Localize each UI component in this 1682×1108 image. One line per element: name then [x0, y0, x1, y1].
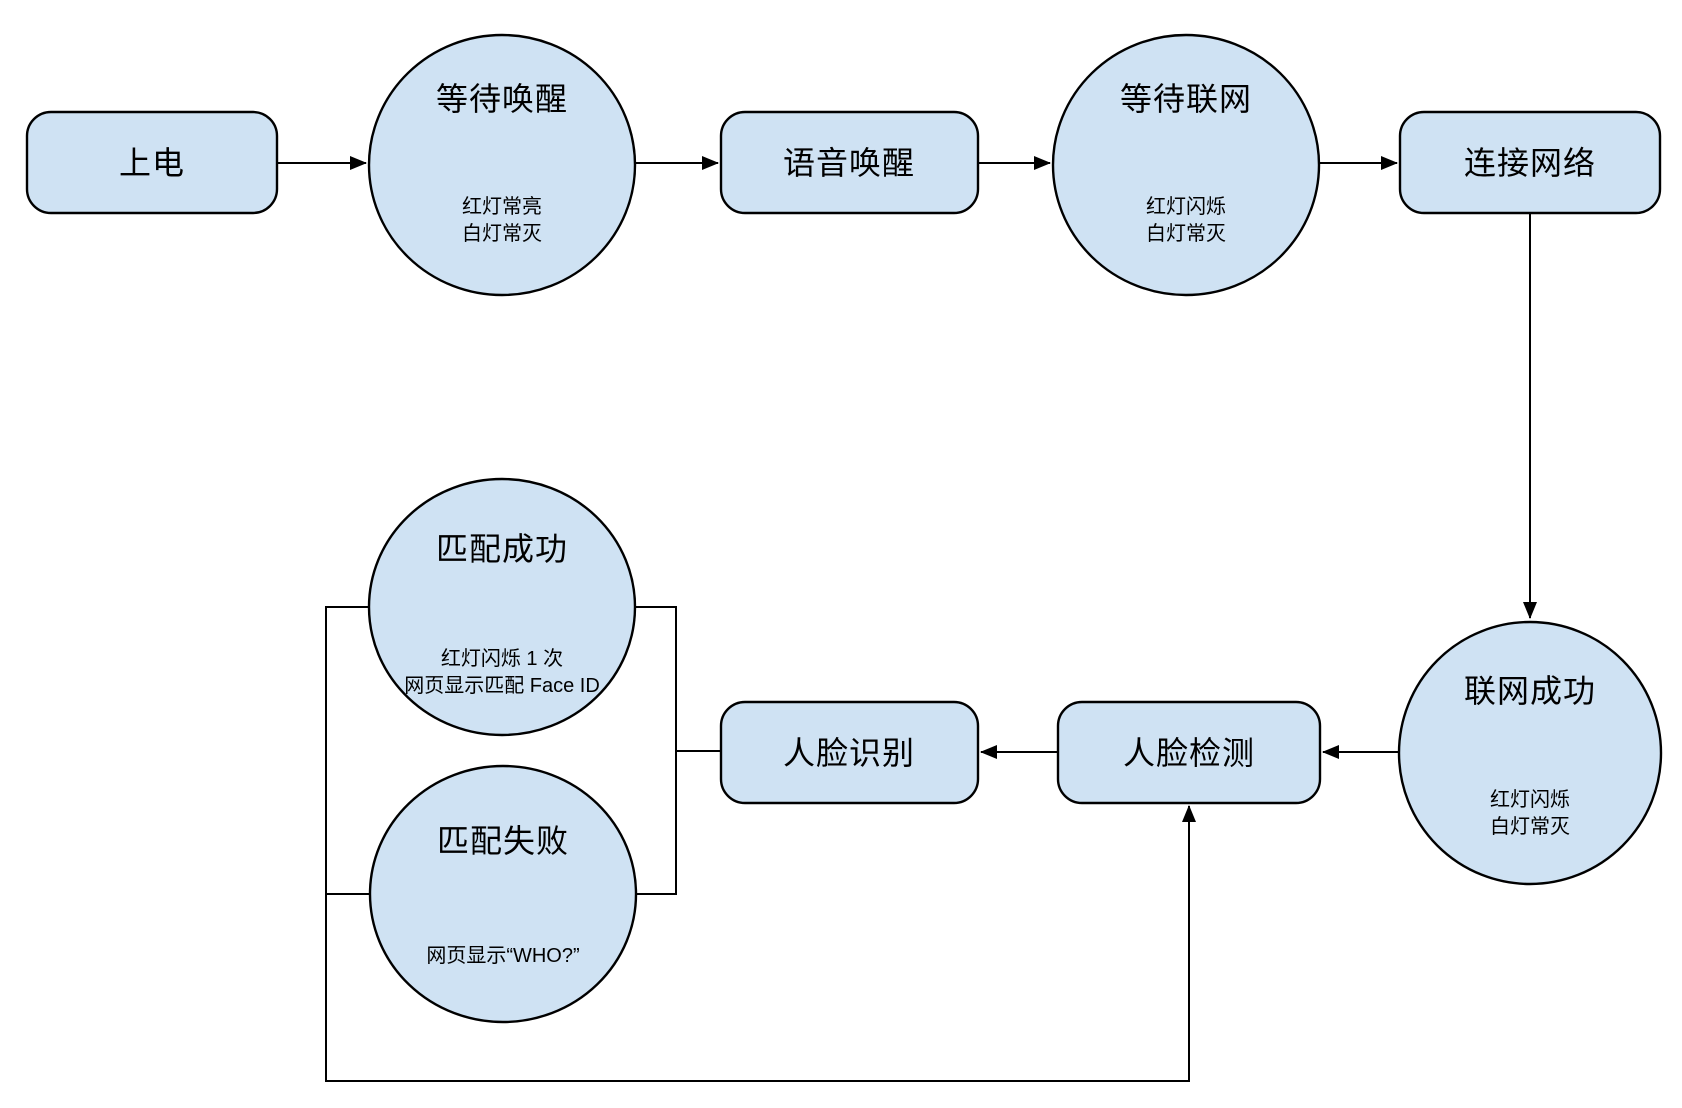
match-fail-circle	[368, 764, 638, 1024]
match-fail-sub1: 网页显示“WHO?”	[426, 945, 579, 967]
power-on-label: 上电	[119, 145, 185, 181]
face-recognize-label: 人脸识别	[783, 735, 915, 771]
wait-network-title: 等待联网	[1120, 81, 1252, 117]
node-face-detect: 人脸检测	[1056, 700, 1322, 805]
wait-wake-sub1: 红灯常亮	[462, 195, 542, 218]
node-connect-network: 连接网络	[1398, 110, 1662, 215]
match-success-title: 匹配成功	[436, 531, 568, 567]
node-power-on: 上电	[25, 110, 279, 215]
edge-match-circles-right-connector	[635, 606, 677, 895]
face-detect-label: 人脸检测	[1123, 735, 1255, 771]
match-success-circle	[367, 477, 637, 737]
face-detect-box	[1056, 700, 1322, 805]
network-success-sub1: 红灯闪烁	[1490, 788, 1570, 811]
match-success-sub1: 红灯闪烁 1 次	[441, 647, 563, 670]
wait-network-sub2: 白灯常灭	[1146, 222, 1226, 245]
voice-wake-label: 语音唤醒	[783, 145, 915, 181]
wait-wake-circle	[367, 33, 637, 297]
node-network-success: 联网成功 红灯闪烁 白灯常灭	[1397, 620, 1663, 886]
network-success-sub2: 白灯常灭	[1490, 815, 1570, 838]
wait-wake-sub2: 白灯常灭	[462, 222, 542, 245]
network-success-title: 联网成功	[1464, 673, 1596, 709]
node-face-recognize: 人脸识别	[719, 700, 980, 805]
power-on-box	[25, 110, 279, 215]
node-match-success: 匹配成功 红灯闪烁 1 次 网页显示匹配 Face ID	[367, 477, 637, 737]
node-voice-wake: 语音唤醒	[719, 110, 980, 215]
voice-wake-box	[719, 110, 980, 215]
network-success-circle	[1397, 620, 1663, 886]
edge-loop-back-to-face-detect	[325, 606, 1196, 1082]
edges	[277, 156, 1537, 1082]
wait-network-sub1: 红灯闪烁	[1146, 195, 1226, 218]
wait-wake-title: 等待唤醒	[436, 81, 568, 117]
node-wait-wake: 等待唤醒 红灯常亮 白灯常灭	[367, 33, 637, 297]
wait-network-circle	[1051, 33, 1321, 297]
face-recognize-box	[719, 700, 980, 805]
node-match-fail: 匹配失败 网页显示“WHO?”	[368, 764, 638, 1024]
connect-network-box	[1398, 110, 1662, 215]
connect-network-label: 连接网络	[1464, 145, 1596, 181]
match-fail-title: 匹配失败	[437, 823, 569, 859]
match-success-sub2: 网页显示匹配 Face ID	[404, 675, 600, 697]
node-wait-network: 等待联网 红灯闪烁 白灯常灭	[1051, 33, 1321, 297]
